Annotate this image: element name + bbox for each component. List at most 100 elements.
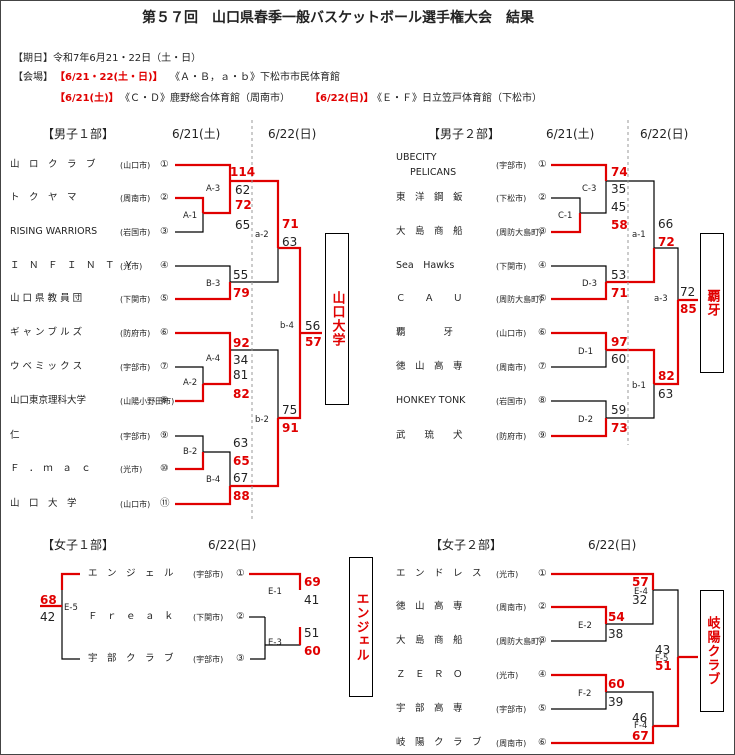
men2-score: 66 bbox=[658, 217, 674, 231]
winner-path bbox=[551, 572, 655, 590]
men1-team-city: (光市) bbox=[120, 465, 143, 474]
venue2-date: 【6/21(土)】 bbox=[55, 93, 119, 104]
men1-team-seed: ③ bbox=[160, 226, 169, 237]
winner-path bbox=[175, 384, 205, 403]
men2-game-code: a-3 bbox=[654, 294, 668, 304]
bracket-path bbox=[606, 180, 655, 248]
men2-score: 97 bbox=[611, 335, 628, 349]
winner-path bbox=[551, 163, 608, 181]
men1-game-code: a-2 bbox=[255, 230, 269, 240]
men2-team-name: 大 島 商 船 bbox=[396, 226, 463, 237]
men2-team-city: (周防大島町) bbox=[496, 228, 543, 237]
men2-score: 60 bbox=[611, 352, 627, 366]
men2-team-seed: ① bbox=[538, 159, 547, 170]
women1-score: 51 bbox=[304, 626, 320, 640]
winner-path bbox=[249, 572, 302, 590]
men1-team-seed: ⑩ bbox=[160, 463, 169, 474]
winner-path bbox=[175, 163, 232, 181]
men1-score: 34 bbox=[233, 353, 249, 367]
bracket-path bbox=[175, 213, 204, 233]
women2-team-name: 宇 部 高 専 bbox=[396, 703, 463, 714]
bracket-lines-winner bbox=[40, 163, 698, 745]
men1-team-city: (岩国市) bbox=[120, 228, 151, 237]
men2-team-name-line2: PELICANS bbox=[410, 167, 457, 178]
women1-team-name: 宇 部 ク ラ ブ bbox=[88, 653, 174, 664]
women2-team-city: (光市) bbox=[496, 671, 519, 680]
men2-score: 82 bbox=[658, 369, 675, 383]
venue3-date: 【6/22(日)】 bbox=[310, 93, 374, 104]
women2-header: 【女子２部】 bbox=[430, 538, 503, 552]
women2-team-city: (周南市) bbox=[496, 603, 527, 612]
winner-path bbox=[175, 452, 205, 471]
men2-team-name: Ｃ Ａ Ｕ bbox=[396, 293, 463, 304]
bracket-path bbox=[551, 265, 607, 282]
men1-team-seed: ④ bbox=[160, 260, 169, 271]
men2-score: 85 bbox=[680, 302, 697, 316]
women2-game-code: F-4 bbox=[634, 721, 648, 731]
men2-team-name: 武 琉 犬 bbox=[396, 430, 463, 441]
women1-team-seed: ③ bbox=[236, 653, 245, 664]
men2-header: 【男子２部】 bbox=[428, 127, 501, 141]
men1-score: 57 bbox=[305, 335, 322, 349]
men2-game-code: C-1 bbox=[558, 211, 573, 221]
men1-score: 65 bbox=[233, 454, 250, 468]
venue1-date: 【6/21・22(土・日)】 bbox=[55, 72, 163, 83]
men1-team-name: 山 口 県 教 員 団 bbox=[10, 293, 83, 304]
bracket-lines-plain bbox=[61, 180, 679, 726]
winner-path bbox=[203, 350, 232, 386]
women1-score: 69 bbox=[304, 575, 321, 589]
men2-team-seed: ⑨ bbox=[538, 430, 547, 441]
women2-game-code: E-4 bbox=[634, 587, 648, 597]
winner-path bbox=[606, 348, 656, 384]
men2-team-seed: ⑤ bbox=[538, 293, 547, 304]
venue-label: 【会場】 bbox=[13, 72, 53, 83]
men2-team-name: 東 洋 鋼 鈑 bbox=[396, 192, 463, 203]
women2-date: 6/22(日) bbox=[588, 538, 637, 552]
women2-team-seed: ② bbox=[538, 601, 547, 612]
women1-score: 42 bbox=[40, 610, 56, 624]
page-title: 第５７回 山口県春季一般バスケットボール選手権大会 結果 bbox=[142, 10, 534, 26]
men2-team-city: (下松市) bbox=[496, 194, 527, 203]
men2-team-seed: ⑥ bbox=[538, 327, 547, 338]
winner-path bbox=[278, 246, 302, 333]
winner-path bbox=[551, 726, 655, 745]
men1-team-name: ギ ャ ン ブ ル ズ bbox=[10, 327, 83, 338]
men1-champion: 山口大学 bbox=[329, 291, 345, 347]
women2-team-city: (宇部市) bbox=[496, 705, 527, 714]
bracket-path bbox=[654, 247, 679, 300]
women1-team-city: (宇部市) bbox=[193, 655, 224, 664]
venue3-detail: 《Ｅ・Ｆ》日立笠戸体育館（下松市） bbox=[372, 93, 542, 104]
winner-path bbox=[175, 486, 232, 506]
winner-path bbox=[654, 300, 680, 386]
men2-team-name: HONKEY TONK bbox=[396, 395, 466, 406]
women2-team-seed: ⑥ bbox=[538, 737, 547, 748]
men2-score: 45 bbox=[611, 200, 627, 214]
women1-game-code: E-5 bbox=[64, 603, 78, 613]
men1-team-city: (宇部市) bbox=[120, 363, 151, 372]
women2-team-name: エ ン ド レ ス bbox=[396, 568, 482, 579]
winner-path bbox=[175, 331, 232, 350]
women1-score: 60 bbox=[304, 644, 321, 658]
bracket-path bbox=[250, 645, 266, 660]
men2-team-name: UBECITY bbox=[396, 152, 437, 163]
women2-game-code: E-2 bbox=[578, 621, 592, 631]
men1-team-name: 山口東京理科大学 bbox=[10, 395, 87, 406]
women1-team-city: (下関市) bbox=[193, 613, 224, 622]
women1-team-seed: ② bbox=[236, 611, 245, 622]
women1-date: 6/22(日) bbox=[208, 538, 257, 552]
men1-header: 【男子１部】 bbox=[42, 127, 115, 141]
winner-path bbox=[606, 248, 656, 284]
women2-team-seed: ① bbox=[538, 568, 547, 579]
women2-score: 38 bbox=[608, 627, 624, 641]
men1-score: 114 bbox=[230, 165, 256, 179]
winner-path bbox=[175, 196, 205, 213]
men1-team-name: ト ク ヤ マ bbox=[10, 192, 77, 203]
women2-score: 46 bbox=[632, 711, 648, 725]
bracket-path bbox=[606, 590, 654, 625]
men1-team-seed: ⑤ bbox=[160, 293, 169, 304]
men2-game-code: b-1 bbox=[632, 381, 646, 391]
men1-team-name: 山 ロ ク ラ ブ bbox=[10, 159, 96, 170]
women1-score: 68 bbox=[40, 593, 57, 607]
men2-team-city: (山口市) bbox=[496, 329, 527, 338]
